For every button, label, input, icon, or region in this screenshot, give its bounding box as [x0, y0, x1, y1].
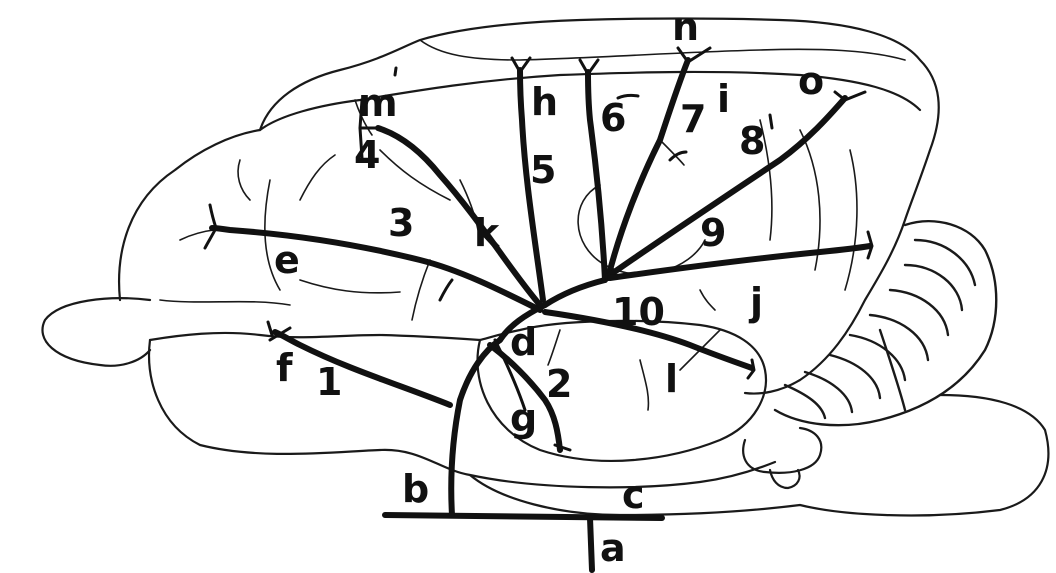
cerebellum-folium-7: [805, 372, 852, 412]
cerebellum-folium-8: [785, 385, 825, 418]
label-2: 2: [546, 362, 572, 406]
label-b: b: [402, 467, 429, 511]
label-h: h: [531, 80, 558, 124]
sulcus-4: [300, 280, 400, 293]
twig-3: [770, 115, 772, 128]
cortex-inner-outline: [150, 333, 480, 340]
basal-artery-horizontal: [385, 515, 662, 518]
label-5: 5: [530, 148, 556, 192]
sulcus-15: [640, 360, 648, 410]
label-k: k: [474, 211, 500, 255]
label-m: m: [358, 81, 398, 125]
vessel-8-fork: [835, 92, 865, 100]
ventral-lobe-outline: [149, 340, 775, 487]
vessel-trunk-upper: [545, 280, 605, 305]
label-10: 10: [612, 290, 665, 334]
olfactory-bulb-outline: [42, 298, 150, 366]
label-g: g: [510, 396, 537, 440]
twig-5: [440, 280, 452, 300]
sulcus-11: [800, 130, 820, 270]
sulcus-8: [238, 160, 250, 200]
cerebellum-folium-2: [905, 265, 962, 310]
twig-1: [395, 68, 396, 75]
vessel-6-fork: [580, 60, 598, 74]
sulcus-13: [700, 290, 715, 310]
sulcus-6: [412, 260, 430, 320]
cerebellum-folium-4: [870, 315, 928, 360]
label-6: 6: [600, 96, 626, 140]
label-8: 8: [739, 119, 765, 163]
dorsal-fold: [420, 40, 905, 60]
label-c: c: [622, 473, 645, 517]
label-7: 7: [680, 97, 706, 141]
label-e: e: [274, 238, 300, 282]
sulcus-7: [300, 155, 335, 200]
vessel-7-fork: [678, 48, 710, 62]
label-j: j: [748, 280, 763, 324]
vessel-1: [275, 332, 450, 405]
label-9: 9: [700, 211, 726, 255]
label-d: d: [510, 320, 537, 364]
cerebellum-folium-3: [890, 290, 948, 335]
vessel-a: [590, 518, 592, 570]
cerebellum-folium-6: [830, 355, 880, 398]
sulcus-12: [845, 150, 857, 290]
label-4: 4: [354, 133, 380, 177]
label-3: 3: [388, 201, 414, 245]
vessel-8: [610, 98, 845, 275]
label-f: f: [276, 346, 293, 390]
brainstem-outline: [743, 428, 821, 473]
cerebellum-folium-5: [850, 335, 905, 380]
label-n: n: [672, 5, 699, 49]
label-o: o: [798, 59, 824, 103]
sulcus-3: [160, 300, 290, 305]
label-a: a: [600, 526, 626, 570]
label-1: 1: [316, 360, 342, 404]
sulcus-16: [548, 330, 560, 365]
label-l: l: [665, 357, 678, 401]
label-i: i: [717, 77, 730, 121]
